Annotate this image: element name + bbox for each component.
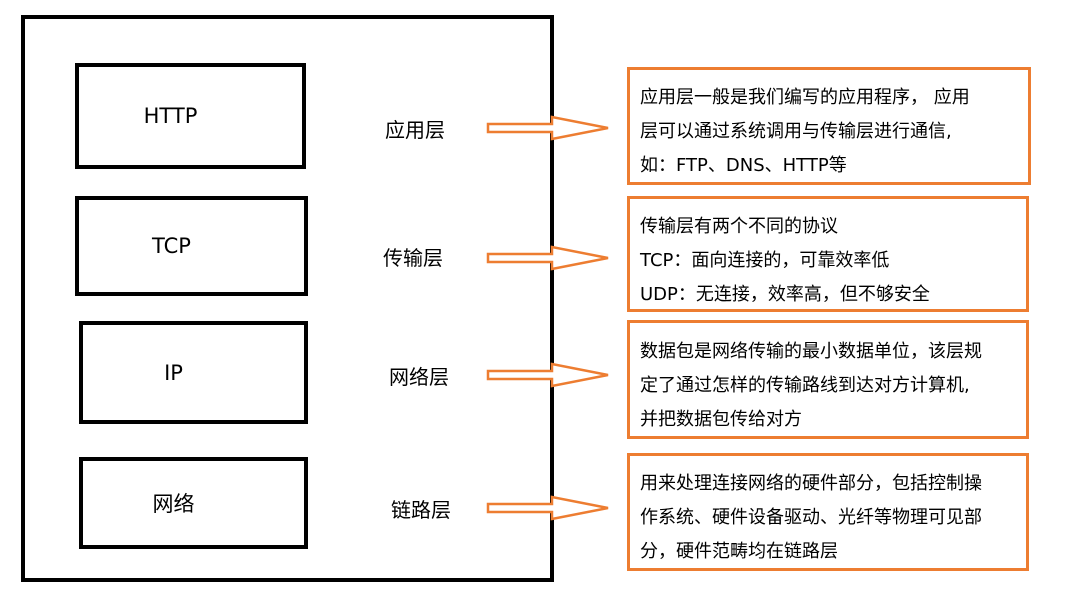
note-line: 传输层有两个不同的协议 <box>640 216 838 237</box>
protocol-stack-frame <box>21 15 554 582</box>
note-line: 分，硬件范畴均在链路层 <box>640 541 838 562</box>
layer-label-network: 网络层 <box>389 365 449 389</box>
note-line: 作系统、硬件设备驱动、光纤等物理可见部 <box>640 507 982 528</box>
note-line: TCP：面向连接的，可靠效率低 <box>640 250 890 271</box>
protocol-label-tcp: TCP <box>152 234 191 258</box>
protocol-label-ip: IP <box>164 360 183 385</box>
note-application: 应用层一般是我们编写的应用程序， 应用 层可以通过系统调用与传输层进行通信, 如… <box>627 67 1031 185</box>
protocol-box-network: 网络 <box>79 457 308 549</box>
note-line: UDP：无连接，效率高，但不够安全 <box>640 284 930 305</box>
note-line: 数据包是网络传输的最小数据单位，该层规 <box>640 341 982 362</box>
note-line: 如：FTP、DNS、HTTP等 <box>640 155 847 176</box>
note-line: 应用层一般是我们编写的应用程序， 应用 <box>640 87 970 108</box>
protocol-box-http: HTTP <box>75 63 306 169</box>
arrow-network <box>486 362 609 388</box>
protocol-label-network: 网络 <box>152 492 195 516</box>
protocol-box-tcp: TCP <box>75 196 308 296</box>
note-line: 并把数据包传给对方 <box>640 409 802 430</box>
note-link: 用来处理连接网络的硬件部分，包括控制操 作系统、硬件设备驱动、光纤等物理可见部 … <box>627 453 1029 571</box>
arrow-application <box>486 115 609 141</box>
protocol-box-ip: IP <box>79 321 308 424</box>
arrow-link <box>486 495 609 521</box>
arrow-transport <box>486 245 609 271</box>
note-line: 用来处理连接网络的硬件部分，包括控制操 <box>640 473 982 494</box>
layer-label-link: 链路层 <box>391 498 451 522</box>
layer-label-transport: 传输层 <box>383 246 443 270</box>
note-network: 数据包是网络传输的最小数据单位，该层规 定了通过怎样的传输路线到达对方计算机, … <box>627 320 1029 439</box>
layer-label-application: 应用层 <box>385 118 445 142</box>
note-line: 定了通过怎样的传输路线到达对方计算机, <box>640 375 970 396</box>
protocol-label-http: HTTP <box>143 104 198 128</box>
note-transport: 传输层有两个不同的协议 TCP：面向连接的，可靠效率低 UDP：无连接，效率高，… <box>627 196 1029 312</box>
note-line: 层可以通过系统调用与传输层进行通信, <box>640 121 952 142</box>
